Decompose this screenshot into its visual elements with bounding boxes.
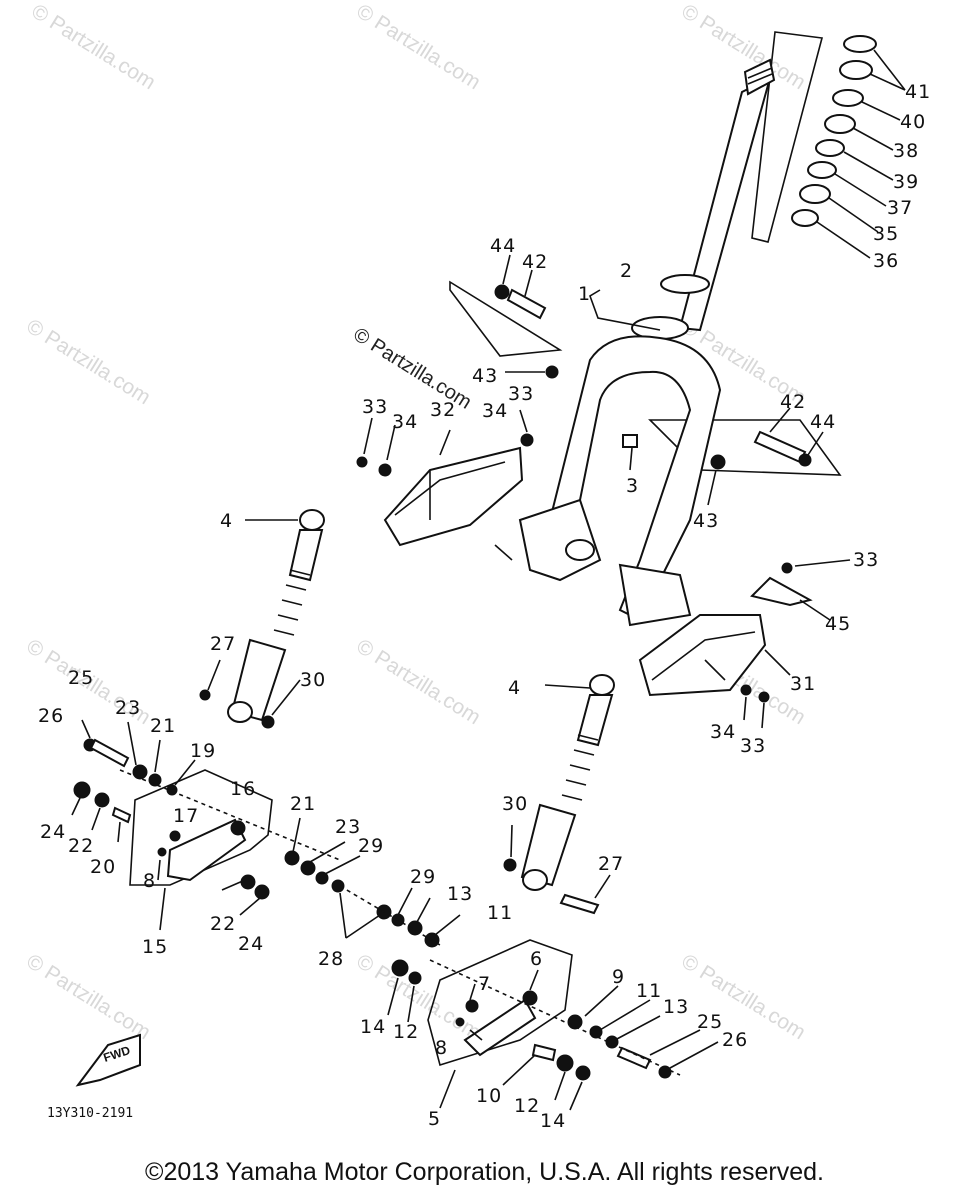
callout-8: 8 bbox=[435, 1037, 448, 1059]
callout-43: 43 bbox=[693, 510, 719, 532]
callout-41: 41 bbox=[905, 81, 931, 103]
callout-12: 12 bbox=[514, 1095, 540, 1117]
callout-45: 45 bbox=[825, 613, 851, 635]
callout-labels: 1 2 3 4 4 5 6 7 8 8 9 10 11 11 12 12 13 … bbox=[38, 81, 931, 1132]
callout-34: 34 bbox=[710, 721, 736, 743]
callout-36: 36 bbox=[873, 250, 899, 272]
callout-2: 2 bbox=[620, 260, 633, 282]
callout-8: 8 bbox=[143, 870, 156, 892]
left-cover bbox=[356, 409, 534, 561]
callout-25: 25 bbox=[697, 1011, 723, 1033]
copyright-notice: ©2013 Yamaha Motor Corporation, U.S.A. A… bbox=[145, 1158, 824, 1186]
callout-17: 17 bbox=[173, 805, 199, 827]
callout-26: 26 bbox=[38, 705, 64, 727]
callout-34: 34 bbox=[482, 400, 508, 422]
callout-9: 9 bbox=[612, 966, 625, 988]
callout-42: 42 bbox=[522, 251, 548, 273]
shim-stack bbox=[791, 35, 906, 259]
callout-20: 20 bbox=[90, 856, 116, 878]
callout-29: 29 bbox=[358, 835, 384, 857]
callout-11: 11 bbox=[487, 902, 513, 924]
callout-33: 33 bbox=[740, 735, 766, 757]
callout-44: 44 bbox=[490, 235, 516, 257]
callout-21: 21 bbox=[150, 715, 176, 737]
callout-22: 22 bbox=[210, 913, 236, 935]
callout-27: 27 bbox=[598, 853, 624, 875]
callout-35: 35 bbox=[873, 223, 899, 245]
callout-30: 30 bbox=[300, 669, 326, 691]
right-cover bbox=[638, 559, 851, 729]
watermark: © Partzilla.com bbox=[22, 315, 154, 409]
watermark: © Partzilla.com bbox=[352, 0, 484, 94]
callout-33: 33 bbox=[508, 383, 534, 405]
callout-43: 43 bbox=[472, 365, 498, 387]
callout-12: 12 bbox=[393, 1021, 419, 1043]
callout-11: 11 bbox=[636, 980, 662, 1002]
callout-24: 24 bbox=[40, 821, 66, 843]
middle-washers bbox=[284, 817, 461, 948]
callout-4: 4 bbox=[508, 677, 521, 699]
left-link bbox=[71, 719, 341, 931]
callout-38: 38 bbox=[893, 140, 919, 162]
callout-13: 13 bbox=[447, 883, 473, 905]
callout-31: 31 bbox=[790, 673, 816, 695]
callout-42: 42 bbox=[780, 391, 806, 413]
watermark: © Partzilla.com bbox=[352, 635, 484, 729]
right-link bbox=[387, 939, 719, 1111]
watermark: © Partzilla.com bbox=[22, 950, 154, 1044]
callout-14: 14 bbox=[360, 1016, 386, 1038]
callout-10: 10 bbox=[476, 1085, 502, 1107]
callout-23: 23 bbox=[335, 816, 361, 838]
watermark: © Partzilla.com bbox=[27, 0, 159, 94]
callout-14: 14 bbox=[540, 1110, 566, 1132]
callout-23: 23 bbox=[115, 697, 141, 719]
callout-6: 6 bbox=[530, 948, 543, 970]
callout-7: 7 bbox=[478, 973, 491, 995]
callout-19: 19 bbox=[190, 740, 216, 762]
callout-26: 26 bbox=[722, 1029, 748, 1051]
callout-33: 33 bbox=[853, 549, 879, 571]
right-shock bbox=[503, 674, 615, 915]
callout-21: 21 bbox=[290, 793, 316, 815]
upper-bolts bbox=[449, 254, 842, 506]
callout-16: 16 bbox=[230, 778, 256, 800]
callout-30: 30 bbox=[502, 793, 528, 815]
callout-15: 15 bbox=[142, 936, 168, 958]
left-shock bbox=[199, 509, 325, 729]
callout-22: 22 bbox=[68, 835, 94, 857]
fwd-arrow-icon: FWD bbox=[75, 1033, 141, 1087]
callout-1: 1 bbox=[578, 283, 591, 305]
callout-33: 33 bbox=[362, 396, 388, 418]
callout-24: 24 bbox=[238, 933, 264, 955]
callout-44: 44 bbox=[810, 411, 836, 433]
main-frame bbox=[518, 289, 722, 627]
callout-28: 28 bbox=[318, 948, 344, 970]
callout-32: 32 bbox=[430, 399, 456, 421]
callout-13: 13 bbox=[663, 996, 689, 1018]
callout-34: 34 bbox=[392, 411, 418, 433]
callout-27: 27 bbox=[210, 633, 236, 655]
callout-5: 5 bbox=[428, 1108, 441, 1130]
callout-40: 40 bbox=[900, 111, 926, 133]
callout-39: 39 bbox=[893, 171, 919, 193]
callout-25: 25 bbox=[68, 667, 94, 689]
callout-37: 37 bbox=[887, 197, 913, 219]
steering-column bbox=[631, 31, 824, 340]
callout-29: 29 bbox=[410, 866, 436, 888]
drawing-code: 13Y310-2191 bbox=[47, 1106, 133, 1121]
callout-4: 4 bbox=[220, 510, 233, 532]
watermark: © Partzilla.com bbox=[677, 0, 809, 94]
callout-3: 3 bbox=[626, 475, 639, 497]
